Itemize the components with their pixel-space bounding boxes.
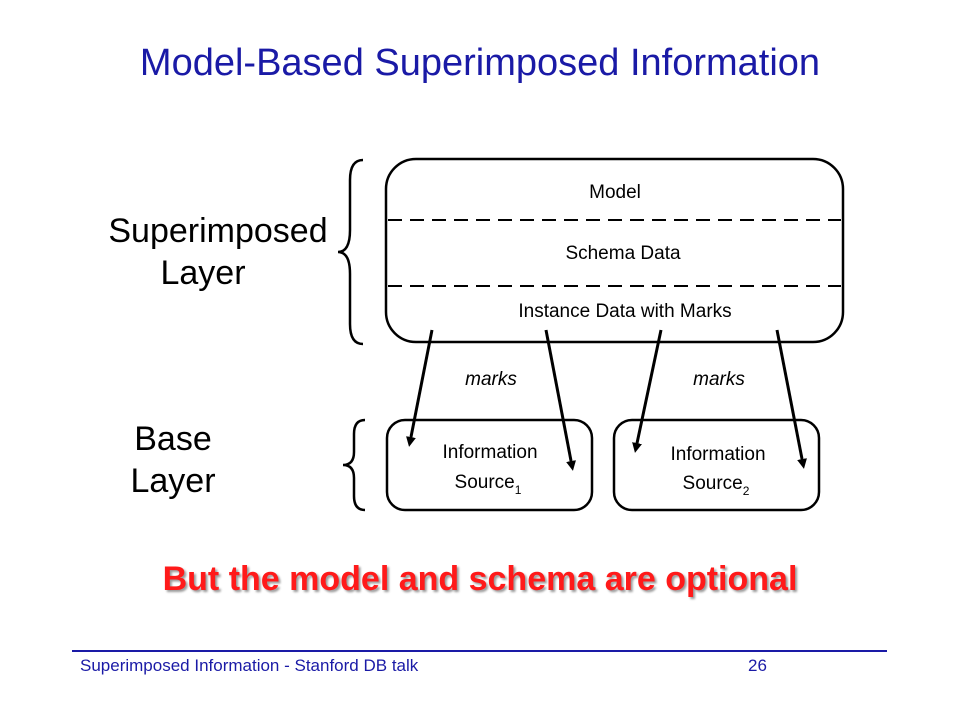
superimposed-layer-brace: [337, 158, 364, 346]
superimposed-layer-label: Superimposed Layer: [88, 210, 348, 294]
marks-label-right: marks: [693, 369, 745, 390]
footer-talk-title: Superimposed Information - Stanford DB t…: [80, 656, 419, 675]
information-source-2-box: [612, 418, 821, 512]
slide-title: Model-Based Superimposed Information: [139, 42, 821, 84]
footer-divider: [72, 650, 887, 652]
superimposed-layer-label-line2: Layer: [160, 254, 246, 292]
superimposed-layer-label-line1: Superimposed: [108, 212, 328, 250]
superimposed-layer-box: [384, 157, 845, 344]
information-source-1-word: Source: [455, 472, 515, 493]
mark-arrow-1: [406, 329, 434, 447]
mark-arrow-2: [544, 329, 576, 471]
information-source-1-box: [385, 418, 594, 512]
information-source-2-line2: Source2: [683, 473, 750, 498]
model-label: Model: [589, 182, 641, 203]
base-layer-brace: [342, 418, 366, 512]
information-source-2-subscript: 2: [743, 484, 750, 498]
base-layer-label-line1: Base: [134, 420, 212, 458]
base-layer-label-line2: Layer: [130, 462, 216, 500]
information-source-2-word: Source: [683, 473, 743, 494]
information-source-2-line1: Information: [670, 444, 765, 465]
base-layer-label: Base Layer: [88, 418, 258, 502]
mark-arrow-4: [775, 329, 807, 469]
marks-label-left: marks: [465, 369, 517, 390]
page-number: 26: [748, 656, 767, 675]
information-source-1-subscript: 1: [515, 483, 522, 497]
instance-data-label: Instance Data with Marks: [518, 301, 731, 322]
mark-arrow-3: [632, 329, 663, 453]
optional-note: But the model and schema are optional: [162, 560, 798, 598]
information-source-1-line2: Source1: [455, 472, 522, 497]
information-source-1-line1: Information: [442, 442, 537, 463]
schema-data-label: Schema Data: [565, 243, 681, 264]
